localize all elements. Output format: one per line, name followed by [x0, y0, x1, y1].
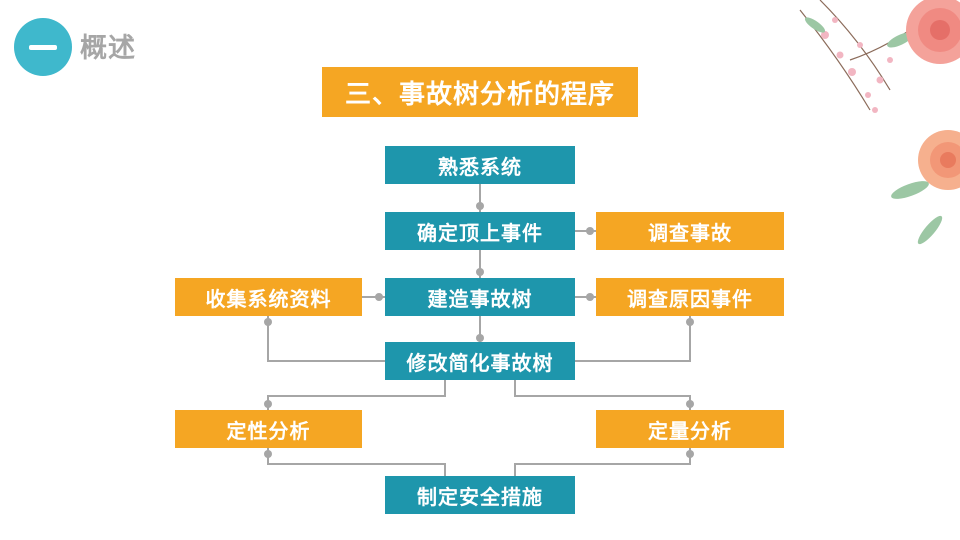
section-number-one: [29, 45, 57, 50]
section-title: 概述: [80, 33, 136, 64]
step-build-fault-tree: 建造事故树: [385, 278, 575, 316]
floral-decoration: [799, 0, 960, 245]
step-safety-measures: 制定安全措施: [385, 476, 575, 514]
side-collect-system-data: 收集系统资料: [175, 278, 362, 316]
quantitative-analysis: 定量分析: [596, 410, 784, 448]
side-investigate-cause-events: 调查原因事件: [596, 278, 784, 316]
step-modify-simplify-tree: 修改简化事故树: [385, 342, 575, 380]
step-determine-top-event: 确定顶上事件: [385, 212, 575, 250]
main-title: 三、事故树分析的程序: [322, 67, 638, 117]
step-familiarize-system: 熟悉系统: [385, 146, 575, 184]
side-investigate-accident: 调查事故: [596, 212, 784, 250]
qualitative-analysis: 定性分析: [175, 410, 362, 448]
section-number-badge: [14, 18, 72, 76]
